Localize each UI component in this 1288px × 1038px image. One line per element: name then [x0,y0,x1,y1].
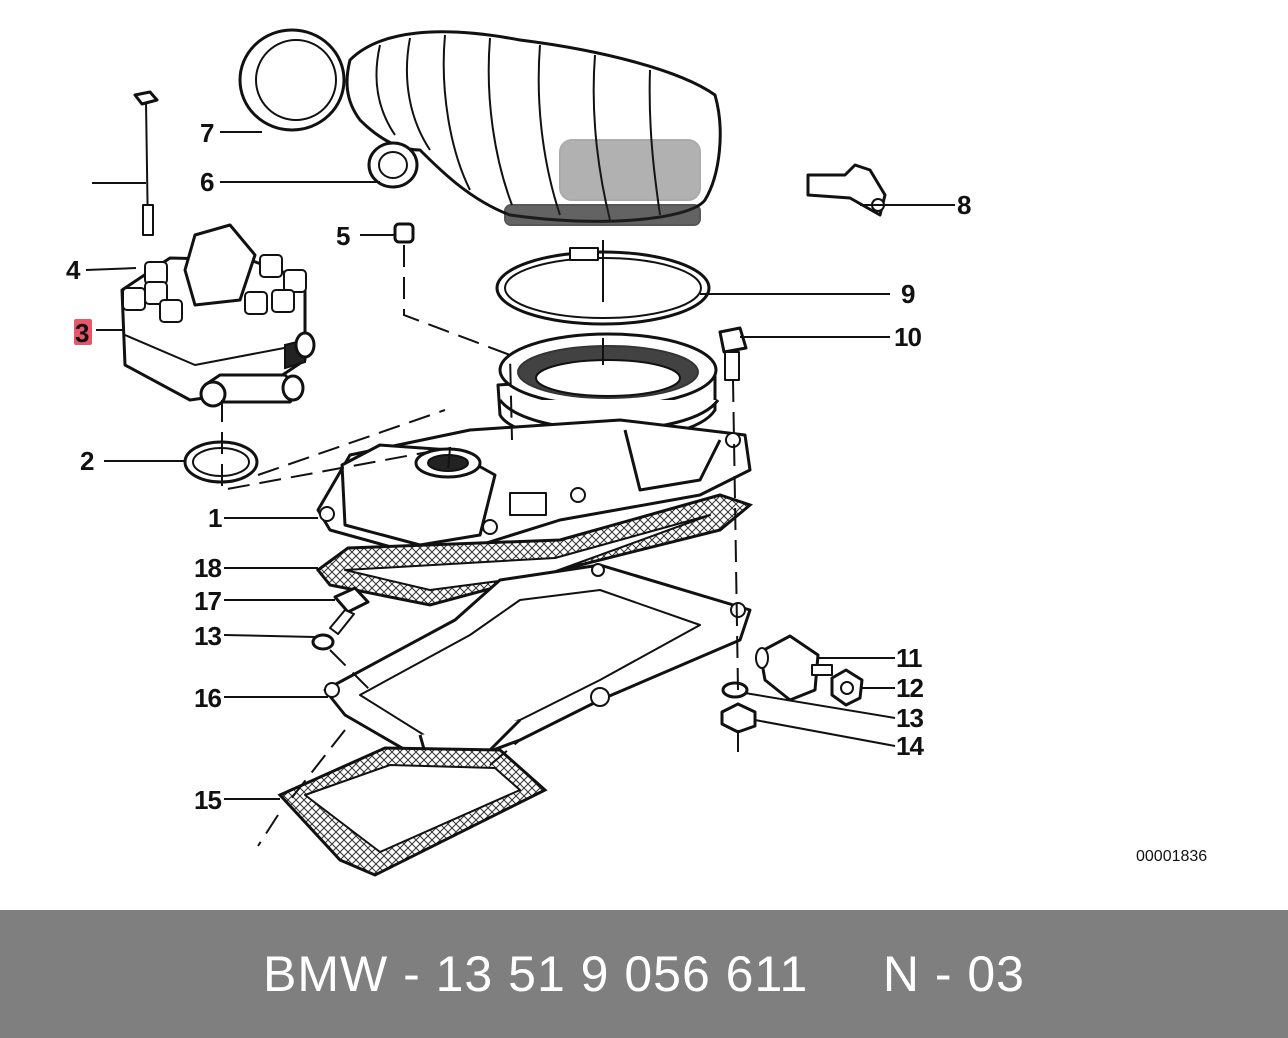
callout-4[interactable]: 4 [66,255,82,285]
washer-left [311,633,335,651]
bottom-gasket [277,746,548,877]
callout-16[interactable]: 16 [194,683,222,713]
callout-15[interactable]: 15 [194,785,222,815]
hose-clamp-band [238,28,346,132]
callout-18[interactable]: 18 [194,553,222,583]
callout-2[interactable]: 2 [80,446,95,476]
callout-12[interactable]: 12 [896,673,924,703]
callout-13-right[interactable]: 13 [896,703,924,733]
parts-diagram: 1 2 3 4 5 6 7 8 9 10 11 12 13 14 13 15 1… [66,28,1207,877]
callout-9[interactable]: 9 [901,279,916,309]
distributor-cap [120,223,316,408]
nut-12 [830,668,864,707]
leader-lines [85,131,955,800]
rubber-mount [755,634,833,702]
part-number-label: BMW - 13 51 9 056 611 N - 03 [263,946,1025,1002]
callout-7[interactable]: 7 [200,118,215,148]
bracket-clip [806,163,887,217]
nut-14 [720,702,757,734]
reference-code: 00001836 [1136,848,1207,865]
lower-plate [323,563,752,775]
hex-bolt [718,326,748,381]
callout-5[interactable]: 5 [336,221,351,251]
callout-14[interactable]: 14 [896,731,925,761]
alignment-lines [221,245,739,847]
callout-17[interactable]: 17 [194,586,222,616]
callout-11[interactable]: 11 [896,643,923,673]
manifold-cover [316,418,752,557]
screw-bolt [329,586,370,635]
callout-13-left[interactable]: 13 [194,621,222,651]
footer-bar: BMW - 13 51 9 056 611 N - 03 [0,910,1288,1038]
callout-6[interactable]: 6 [200,167,215,197]
callout-3[interactable]: 3 [75,318,90,348]
callout-10[interactable]: 10 [894,322,922,352]
small-cap [393,222,415,244]
long-bolt [133,90,159,236]
washer-right [721,681,749,699]
callout-1[interactable]: 1 [208,503,223,533]
throttle-housing [496,332,720,443]
highlight-box [74,319,92,345]
intake-bellows [345,30,722,226]
callout-8[interactable]: 8 [957,190,972,220]
